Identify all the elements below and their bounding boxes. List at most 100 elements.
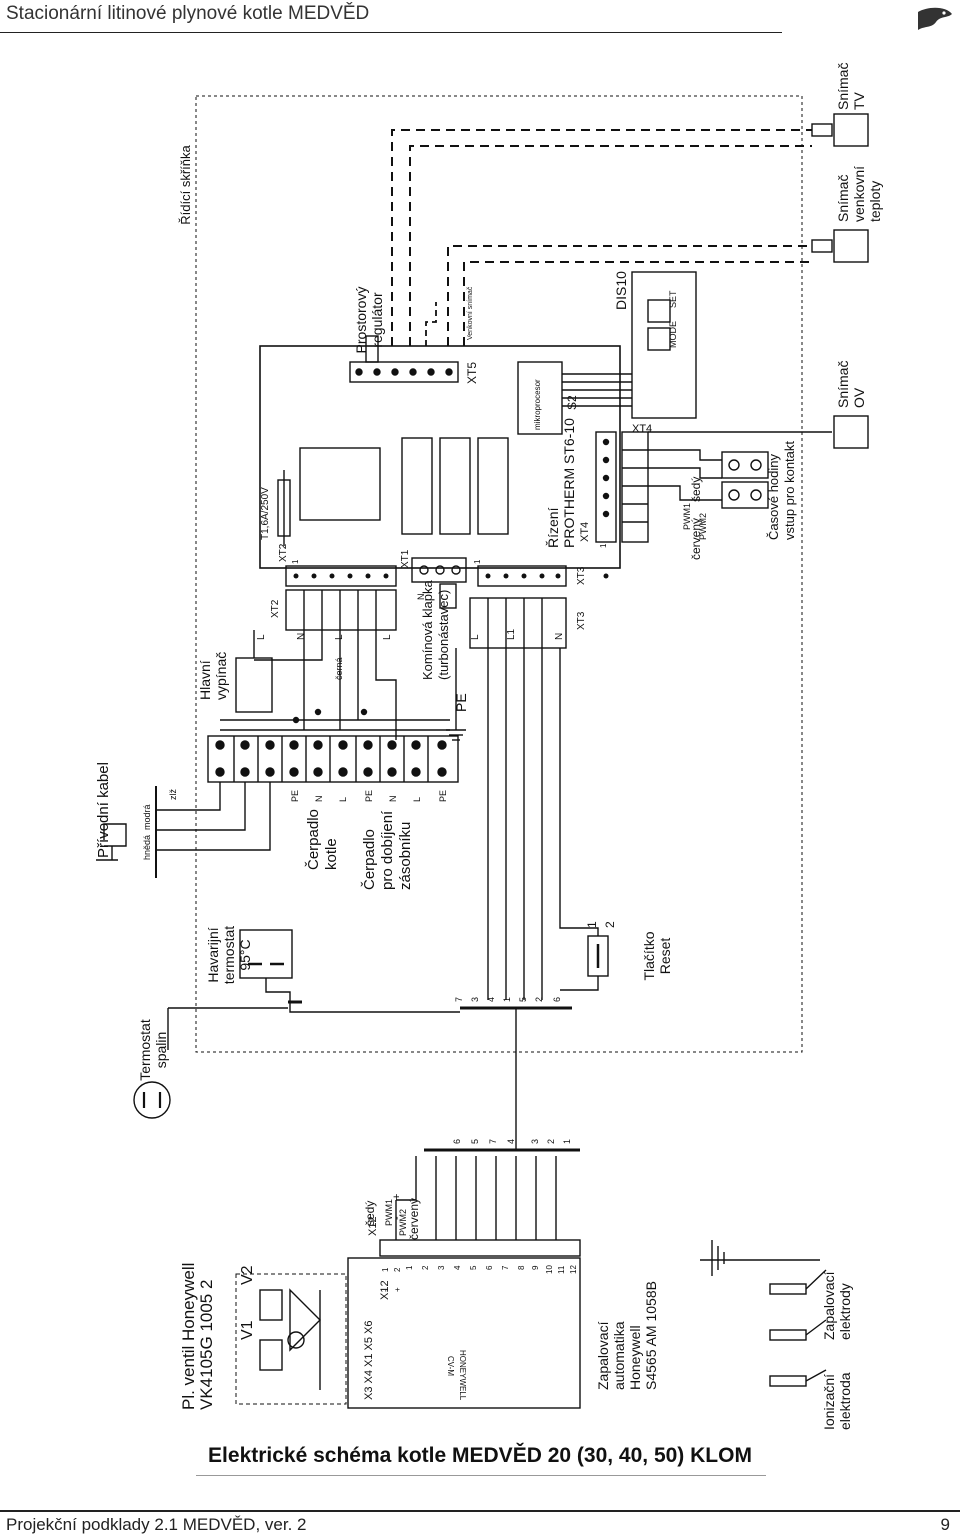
pump-tank-label-1: Čerpadlo (361, 829, 378, 890)
wire-grey-label: šedý (689, 477, 703, 502)
x12-pin-1: 1 (405, 1265, 414, 1270)
relay-1 (401, 437, 433, 535)
terminal-label-n-2: N (388, 796, 398, 803)
x12-pin-10: 10 (545, 1265, 554, 1274)
control-box-label: Řídící skříňka (178, 144, 193, 224)
sensor-outdoor-label-1: Snímač (835, 175, 851, 222)
cvm-box-label: CV-M (446, 1356, 455, 1376)
x12-small-plus: + (393, 1287, 402, 1292)
diagram-caption: Elektrické schéma kotle MEDVĚD 20 (30, 4… (208, 1444, 752, 1467)
logo-graphic (918, 7, 952, 31)
xt3-board-strip (477, 565, 567, 587)
x12-small-2: 2 (393, 1267, 402, 1272)
xt2-plug (285, 589, 397, 631)
xt3-label-n: N (554, 633, 565, 640)
x12-pin-12: 12 (569, 1265, 578, 1274)
x12-connector (379, 1239, 581, 1257)
x12-pin-3: 3 (437, 1265, 446, 1270)
emergency-thermostat-label-2: termostat (221, 926, 237, 984)
harness-pin-3: 3 (470, 997, 480, 1002)
clock-contact-1 (721, 451, 769, 479)
pwm2-label: PWM2 (698, 513, 708, 540)
fuse-label: T1,6A/250V (260, 487, 271, 540)
terminal-label-l-2: L (412, 797, 422, 802)
pwm2-lower-label: PWM2 (398, 1209, 408, 1236)
footer-text: Projekční podklady 2.1 MEDVĚD, ver. 2 (6, 1515, 307, 1534)
pwm-sign-plus: + (391, 1194, 403, 1200)
xt4-plug (621, 431, 649, 543)
valve-v2-label: V2 (239, 1265, 256, 1285)
x12-small-1: 1 (381, 1267, 390, 1272)
footer-rule (0, 1510, 960, 1512)
sensor-tv-label-2: TV (851, 91, 867, 110)
board-name-1: Řízení (545, 507, 561, 548)
valve-v1-label: V1 (239, 1320, 256, 1340)
pump-tank-label-2: pro dobíjení (379, 810, 396, 890)
ignition-unit-label-1: Zapalovací (595, 1321, 611, 1390)
protherm-logo (800, 4, 956, 36)
bundle-pin-3: 3 (530, 1139, 540, 1144)
mode-button (647, 299, 671, 323)
control-box-outline (195, 95, 803, 1053)
bundle-pin-1: 1 (562, 1139, 572, 1144)
x12-pin-7: 7 (501, 1265, 510, 1270)
xt1-n-label: N (416, 594, 426, 601)
xt2-label-l-1: L (256, 634, 267, 640)
xt2-pin-one: 1 (291, 559, 300, 564)
gas-valve-label-2: VK4105G 1005 2 (197, 1280, 216, 1410)
transformer (299, 447, 381, 521)
terminal-label-pe-1: PE (290, 790, 300, 802)
xt1-board-strip (411, 557, 467, 583)
xt2-plug-label: XT2 (270, 599, 281, 618)
wire-green-yellow: zlž (168, 789, 178, 800)
bundle-pin-2: 2 (546, 1139, 556, 1144)
clock-label-1: Časové hodiny (766, 454, 781, 540)
wire-blue: modrá (142, 804, 152, 830)
wire-red-label: červený (689, 518, 703, 560)
chimney-flap-label-2: (turbonástavec) (436, 590, 451, 680)
xt2-board-strip (285, 565, 397, 587)
x12-pin-9: 9 (531, 1265, 540, 1270)
sensor-outdoor-symbol (811, 229, 869, 263)
relay-3 (477, 437, 509, 535)
xt2-board-label: XT2 (278, 543, 289, 562)
red-wire-lower-label: červený (407, 1198, 421, 1240)
header-rule (0, 32, 782, 33)
header-title: Stacionární litinové plynové kotle MEDVĚ… (6, 3, 370, 24)
room-regulator-label-1: Prostorový (353, 287, 369, 354)
x12-inner-label: X12 (379, 1280, 391, 1300)
pwm1-lower-label: PWM1 (384, 1199, 394, 1226)
xt3-plug-label: XT3 (576, 611, 587, 630)
harness-pin-1: 1 (502, 997, 512, 1002)
sensor-outdoor-label-3: teploty (867, 181, 883, 222)
xt2-label-l-2: L (334, 634, 345, 640)
dis10-display (631, 271, 697, 419)
main-switch-label-1: Hlavní (197, 660, 213, 700)
emergency-thermostat-label-3: 95°C (237, 939, 253, 970)
xt2-label-l-3: L (382, 634, 393, 640)
xt2-label-n: N (296, 633, 307, 640)
page-number: 9 (940, 1515, 950, 1534)
pump-boiler-label-1: Čerpadlo (305, 809, 322, 870)
flue-thermostat-symbol (133, 1081, 171, 1119)
harness-pin-5: 5 (518, 997, 528, 1002)
emergency-thermostat-label-1: Havarijní (205, 927, 221, 982)
wire-brown: hnědá (142, 835, 152, 860)
reset-button-label-1: Tlačítko (641, 931, 657, 980)
chimney-flap-socket (439, 583, 457, 609)
x12-pin-2: 2 (421, 1265, 430, 1270)
flue-thermostat-label-2: spalin (153, 1032, 169, 1069)
harness-pin-7: 7 (454, 997, 464, 1002)
xt3-label-l: L (470, 634, 481, 640)
terminal-label-l-1: L (338, 797, 348, 802)
bundle-pin-5: 5 (470, 1139, 480, 1144)
pe-label: PE (453, 693, 469, 712)
room-regulator-label-2: regulátor (369, 292, 385, 348)
bundle-pin-6: 6 (452, 1139, 462, 1144)
page-header: Stacionární litinové plynové kotle MEDVĚ… (0, 0, 960, 40)
control-board (259, 345, 621, 569)
caption-rule (196, 1475, 766, 1476)
x12-pin-5: 5 (469, 1265, 478, 1270)
s2-label: S2 (565, 395, 579, 410)
bundle-pin-4: 4 (506, 1139, 516, 1144)
